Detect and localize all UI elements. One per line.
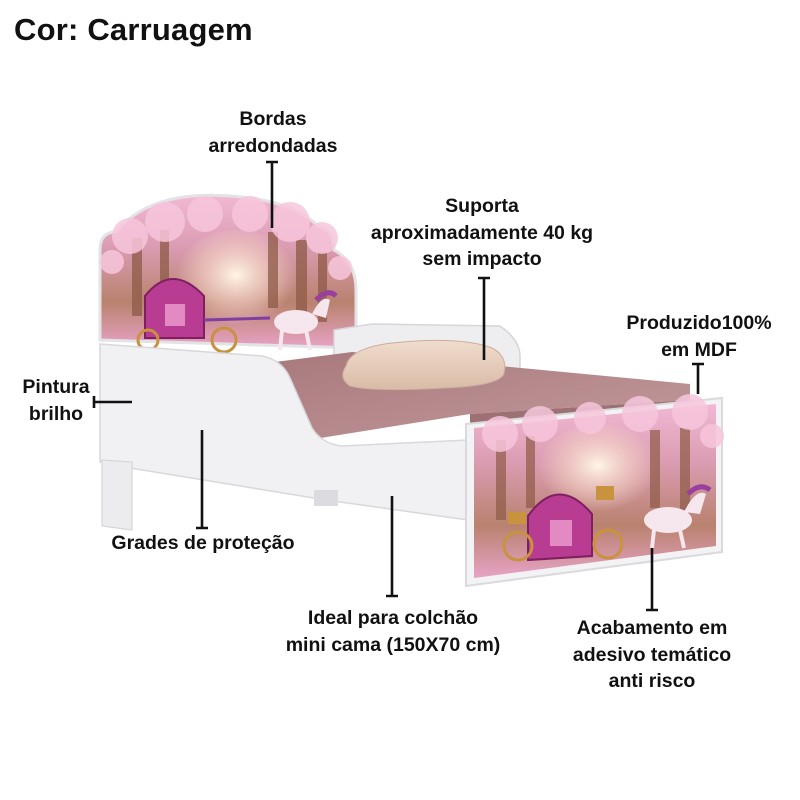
horse-icon: [274, 290, 338, 351]
leader-pintura: [92, 396, 132, 408]
callout-pintura: Pintura brilho: [16, 374, 96, 427]
leader-grades: [196, 430, 208, 530]
callout-suporta-line-1: Suporta: [445, 195, 519, 217]
callout-suporta-line-3: sem impacto: [422, 248, 542, 270]
callout-bordas-line-2: arredondadas: [208, 134, 338, 157]
footboard-horse-icon: [644, 484, 712, 549]
callout-produzido: Produzido100% em MDF: [614, 310, 784, 363]
leader-lines: [92, 160, 704, 612]
callout-ideal-line-1: Ideal para colchão: [307, 607, 479, 629]
headboard: [98, 193, 358, 354]
pillow: [342, 339, 506, 391]
leader-bordas: [266, 160, 278, 228]
leader-suporta: [478, 276, 490, 360]
callout-bordas-line-1: Bordas: [239, 108, 307, 130]
callout-grades: Grades de proteção: [92, 530, 314, 557]
callout-ideal-line-2: mini cama (150X70 cm): [285, 633, 501, 656]
leader-ideal: [386, 496, 398, 598]
callout-produzido-line-2: em MDF: [661, 338, 737, 361]
callout-pintura-line-1: Pintura: [22, 376, 90, 398]
callout-acabamento: Acabamento em adesivo temático anti risc…: [550, 615, 754, 695]
callout-produzido-line-1: Produzido100%: [626, 312, 772, 334]
callout-acabamento-line-3: anti risco: [608, 670, 696, 692]
callout-grades-line-1: Grades de proteção: [111, 532, 295, 554]
callout-acabamento-line-1: Acabamento em: [576, 617, 728, 639]
middle-leg: [314, 490, 338, 506]
page-title: Cor: Carruagem: [14, 12, 253, 47]
callout-bordas: Bordas arredondadas: [198, 106, 348, 159]
front-leg: [101, 459, 133, 531]
footboard-carriage-icon: [502, 486, 624, 562]
callout-ideal: Ideal para colchão mini cama (150X70 cm): [262, 605, 524, 658]
leader-acabamento: [646, 548, 658, 612]
carriage-icon: [136, 278, 271, 354]
leader-produzido: [692, 362, 704, 394]
footboard: [465, 394, 724, 588]
callout-acabamento-line-2: adesivo temático: [572, 643, 732, 666]
callout-pintura-line-2: brilho: [28, 402, 84, 425]
callout-suporta: Suporta aproximadamente 40 kg sem impact…: [350, 193, 614, 273]
callout-suporta-line-2: aproximadamente 40 kg: [370, 221, 594, 244]
